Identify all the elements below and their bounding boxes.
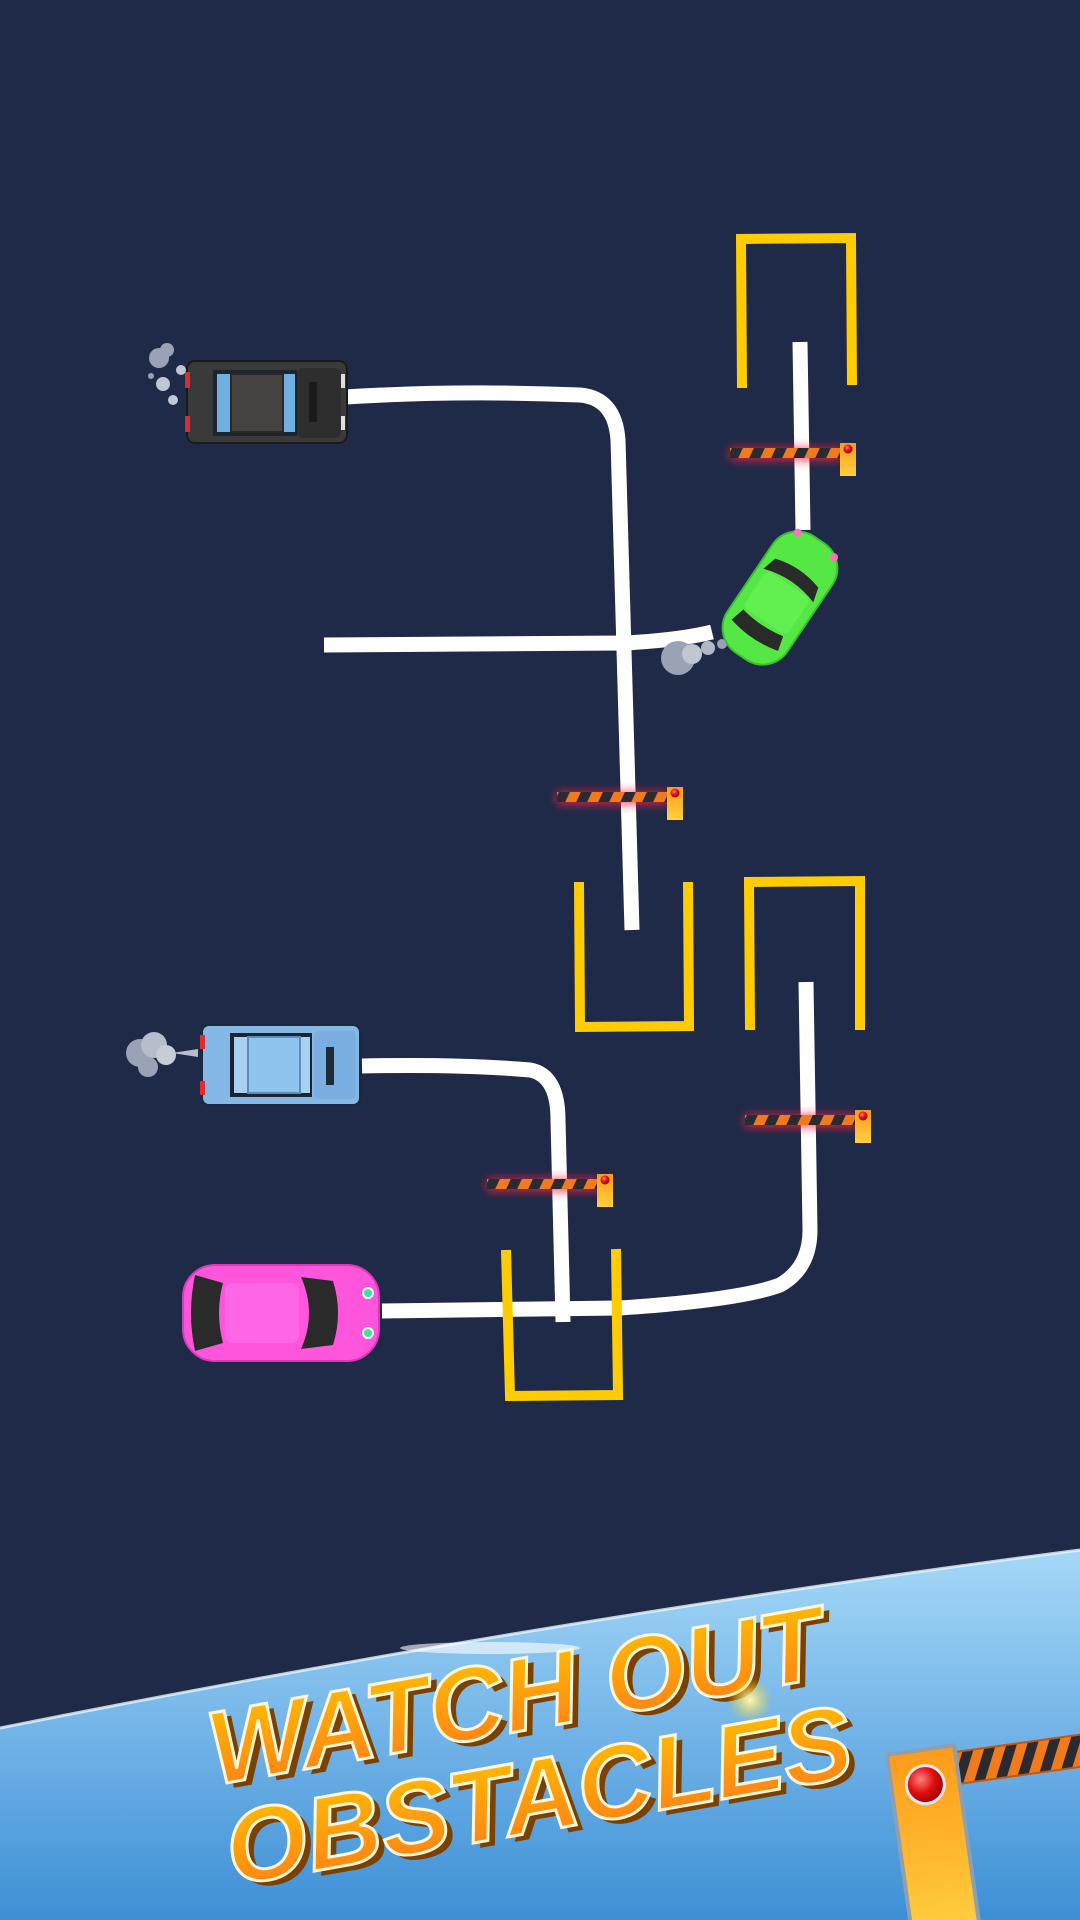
path-black-car[interactable] xyxy=(344,385,640,931)
path-blue-car[interactable] xyxy=(361,1058,571,1323)
barrier-post xyxy=(667,787,683,820)
banner-background xyxy=(0,1550,1080,1920)
slot-middle-left[interactable] xyxy=(574,881,695,1033)
barrier-2[interactable] xyxy=(557,787,683,820)
parking-slots xyxy=(501,232,865,1402)
path-pink-car[interactable] xyxy=(381,981,818,1319)
slot-bottom[interactable] xyxy=(501,1248,624,1402)
green-car[interactable] xyxy=(644,498,849,727)
barrier-post xyxy=(855,1110,871,1143)
barrier-post xyxy=(840,443,856,476)
barrier-post xyxy=(597,1174,613,1207)
banner-barrier-icon xyxy=(884,1731,1080,1920)
drawn-paths xyxy=(323,341,818,1323)
barrier-arm xyxy=(745,1115,857,1125)
barrier-arm xyxy=(730,448,842,458)
path-green-car-to-slot[interactable] xyxy=(792,341,811,531)
exhaust-smoke-icon xyxy=(148,343,186,405)
pink-car[interactable] xyxy=(182,1264,380,1362)
banner-edge xyxy=(0,1548,1080,1730)
sparkle-icon xyxy=(728,1678,772,1722)
barrier-1[interactable] xyxy=(730,443,856,476)
exhaust-smoke-icon xyxy=(126,1032,198,1077)
barrier-lamp-icon xyxy=(600,1175,610,1185)
barrier-lamp-icon xyxy=(858,1111,868,1121)
slot-middle-right[interactable] xyxy=(743,875,865,1031)
slot-top-right[interactable] xyxy=(735,232,857,389)
barrier-arm xyxy=(487,1179,599,1189)
path-green-car[interactable] xyxy=(323,624,714,653)
barrier-3[interactable] xyxy=(745,1110,871,1143)
banner-shine xyxy=(400,1642,580,1654)
barrier-lamp-icon xyxy=(670,788,680,798)
exhaust-smoke-icon xyxy=(661,639,727,675)
blue-car[interactable] xyxy=(126,1024,361,1106)
barrier-lamp-icon xyxy=(843,444,853,454)
promo-banner: WATCH OUT WATCH OUT OBSTACLES OBSTACLES xyxy=(0,1548,1080,1920)
barrier-arm xyxy=(557,792,669,802)
black-car[interactable] xyxy=(148,343,348,444)
barrier-4[interactable] xyxy=(487,1174,613,1207)
